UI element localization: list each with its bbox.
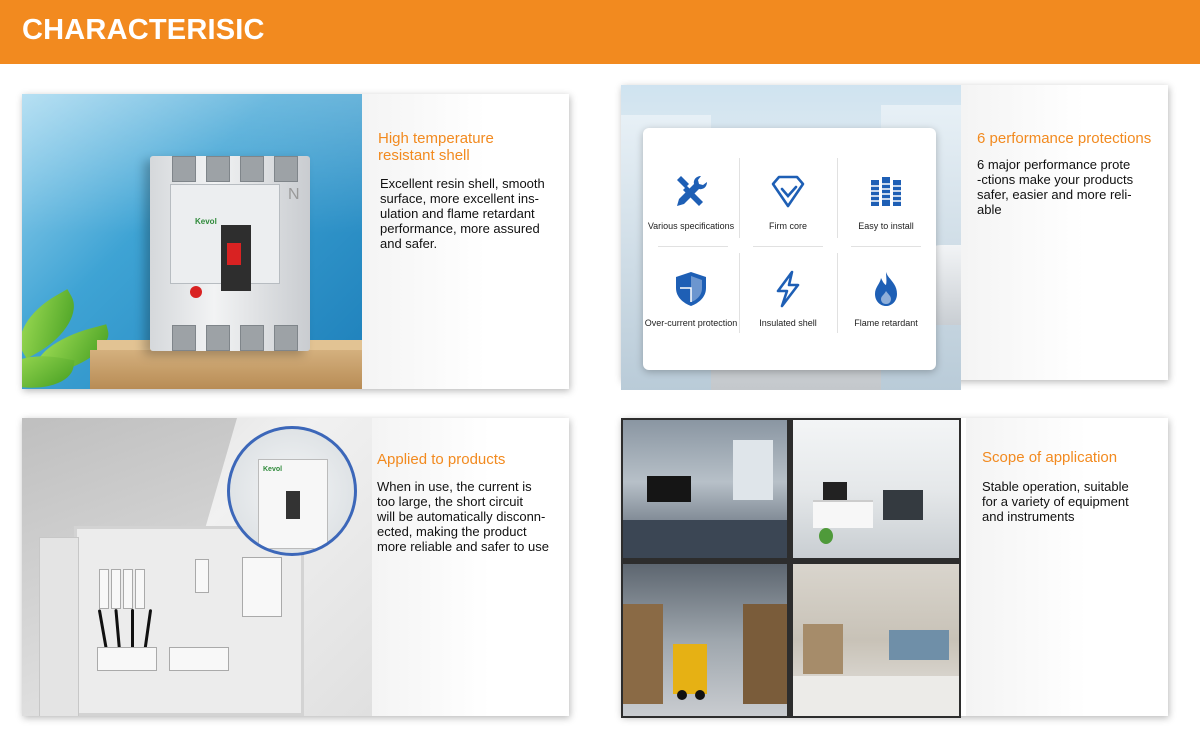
feature-card-shell: Kevol N High temperature resistant shell…	[22, 94, 569, 389]
magnified-breaker-detail: Kevol	[227, 426, 357, 556]
header-bar: CHARACTERISIC	[0, 0, 1200, 64]
protections-icon-panel: Various specifications Firm core Easy to…	[643, 128, 936, 370]
protection-item: Over-current protection	[643, 245, 739, 340]
feature-card-applied: Kevol Applied to products When in use, t…	[22, 418, 569, 716]
feature-description: Stable operation, suitable for a variety…	[982, 479, 1129, 524]
living-room-image	[623, 420, 787, 558]
brand-logo: Kevol	[263, 466, 283, 473]
feature-title: 6 performance protections	[977, 130, 1152, 147]
feature-card-scope: Scope of application Stable operation, s…	[621, 418, 1168, 718]
feature-text-panel: Scope of application Stable operation, s…	[966, 418, 1168, 716]
wrench-screwdriver-icon	[677, 176, 707, 206]
distribution-box-image	[39, 526, 304, 716]
protections-photo: Various specifications Firm core Easy to…	[621, 85, 961, 390]
feature-title: Scope of application	[982, 449, 1118, 466]
feature-card-protections: Various specifications Firm core Easy to…	[621, 85, 1168, 390]
feature-title: Applied to products	[377, 451, 506, 468]
brand-logo: Kevol	[195, 217, 217, 226]
shopping-mall-image	[793, 564, 959, 716]
protection-item: Easy to install	[838, 148, 934, 243]
wooden-stand	[90, 350, 362, 389]
office-image	[793, 420, 959, 558]
protection-item: Insulated shell	[740, 245, 836, 340]
lightning-icon	[776, 270, 800, 308]
breaker-photo: Kevol N	[22, 94, 362, 389]
feature-description: Excellent resin shell, smooth surface, m…	[380, 176, 545, 251]
neutral-mark: N	[288, 186, 300, 203]
flame-icon	[875, 272, 897, 306]
page-title: CHARACTERISIC	[22, 14, 265, 46]
feature-text-panel: High temperature resistant shell Excelle…	[362, 94, 569, 389]
screws-icon	[871, 177, 901, 206]
feature-description: When in use, the current is too large, t…	[377, 479, 549, 554]
protection-item: Flame retardant	[838, 245, 934, 340]
feature-text-panel: Applied to products When in use, the cur…	[372, 418, 569, 716]
warehouse-image	[623, 564, 787, 716]
shield-icon	[676, 272, 706, 306]
diamond-icon	[771, 175, 805, 208]
circuit-breaker-image: Kevol N	[150, 156, 310, 351]
application-scenes-collage	[621, 418, 961, 718]
feature-description: 6 major performance prote -ctions make y…	[977, 157, 1134, 217]
feature-text-panel: 6 performance protections 6 major perfor…	[961, 85, 1168, 380]
protection-item: Firm core	[740, 148, 836, 243]
protection-item: Various specifications	[643, 148, 739, 243]
feature-title: High temperature resistant shell	[378, 130, 494, 164]
distribution-box-photo: Kevol	[22, 418, 372, 716]
